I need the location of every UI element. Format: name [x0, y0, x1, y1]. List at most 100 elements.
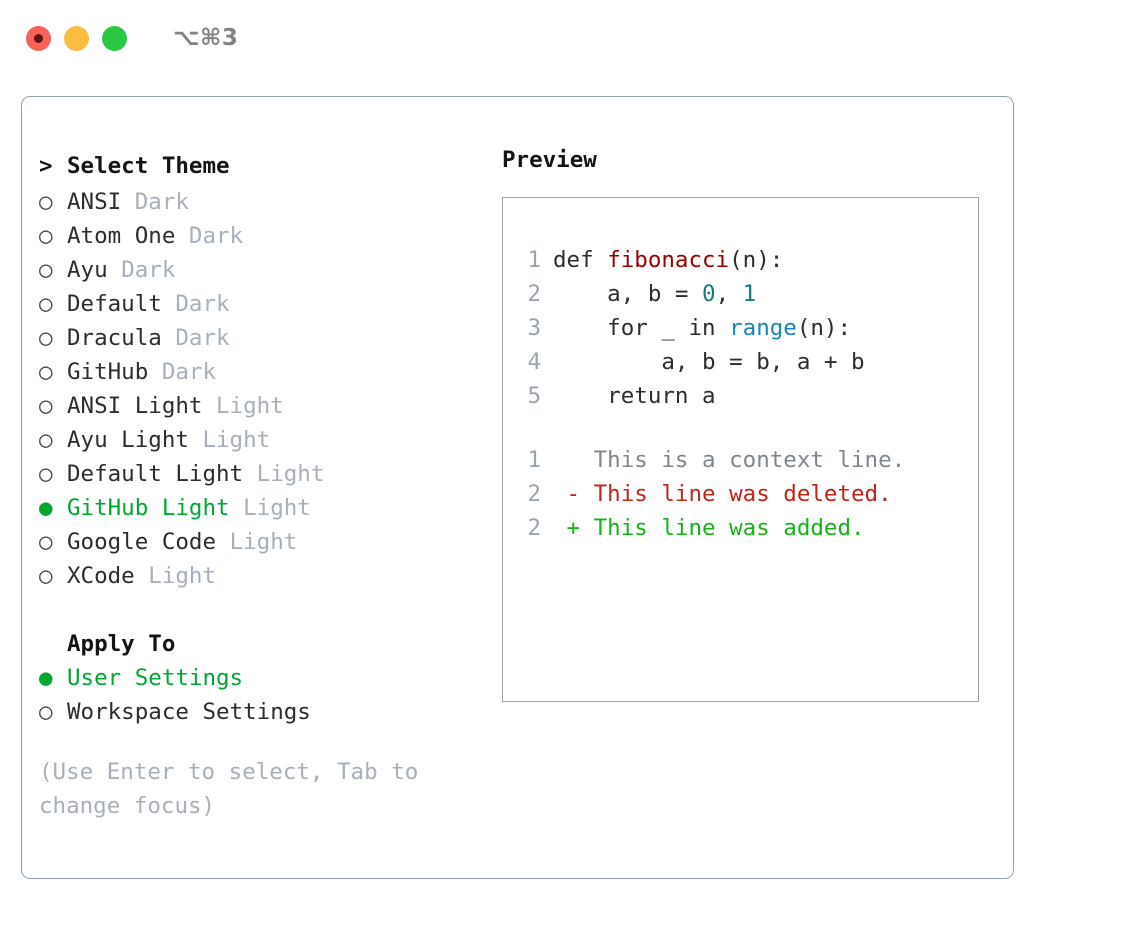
radio-unselected-icon: ○: [39, 562, 53, 589]
code-token-num: 0: [702, 281, 716, 307]
theme-item-ayu[interactable]: ○ Ayu Dark: [39, 253, 502, 287]
theme-item-kind: Light: [229, 529, 298, 555]
apply-to-option-label: User Settings: [67, 665, 244, 691]
maximize-button-icon[interactable]: [102, 25, 127, 51]
code-token-plain: a, b = b, a + b: [553, 349, 865, 375]
code-token-plain: (n):: [729, 247, 784, 273]
theme-item-label: GitHub Light: [67, 495, 244, 521]
diff-line-del: 2 - This line was deleted.: [517, 477, 978, 511]
theme-item-kind: Dark: [175, 325, 230, 351]
theme-item-kind: Light: [216, 393, 284, 419]
theme-list: ○ANSI Dark○Atom One Dark○Ayu Dark○Defaul…: [39, 185, 502, 593]
theme-item-github[interactable]: ○ GitHub Dark: [39, 355, 502, 389]
theme-item-ansi-light[interactable]: ○ ANSI Light Light: [39, 389, 502, 423]
radio-unselected-icon: ○: [39, 324, 53, 351]
theme-item-label: Dracula: [67, 325, 176, 351]
code-token-plain: for _ in: [553, 315, 730, 341]
code-line: 3 for _ in range(n):: [517, 311, 978, 345]
theme-item-label: Ayu Light: [67, 427, 203, 453]
diff-line-number: 2: [527, 481, 541, 507]
diff-line-text: + This line was added.: [553, 515, 865, 541]
theme-item-label: XCode: [67, 563, 149, 589]
code-line-number: 2: [527, 281, 541, 307]
theme-item-kind: Dark: [121, 257, 176, 283]
theme-item-label: Default: [67, 291, 176, 317]
theme-item-dracula[interactable]: ○ Dracula Dark: [39, 321, 502, 355]
select-theme-label: Select Theme: [67, 153, 230, 179]
theme-item-label: Google Code: [67, 529, 230, 555]
diff-line-text: This is a context line.: [553, 447, 906, 473]
radio-unselected-icon: ○: [39, 256, 53, 283]
minimize-button-icon[interactable]: [64, 25, 89, 51]
theme-item-kind: Dark: [175, 291, 230, 317]
apply-to-option-workspace-settings[interactable]: ○ Workspace Settings: [39, 695, 502, 729]
theme-item-xcode[interactable]: ○XCode Light: [39, 559, 502, 593]
diff-line-text: - This line was deleted.: [553, 481, 892, 507]
theme-item-label: ANSI Light: [67, 393, 217, 419]
diff-line-add: 2 + This line was added.: [517, 511, 978, 545]
radio-unselected-icon: ○: [39, 392, 53, 419]
code-line: 2 a, b = 0, 1: [517, 277, 978, 311]
main-panel: > Select Theme ○ ANSI Dark ○ Atom One Dark ○ A…: [21, 96, 1014, 879]
theme-item-atom-one[interactable]: ○ Atom One Dark: [39, 219, 502, 253]
code-line-number: 3: [527, 315, 541, 341]
theme-item-ayu-light[interactable]: ○ Ayu Light Light: [39, 423, 502, 457]
theme-item-default-light[interactable]: ○Default Light Light: [39, 457, 502, 491]
theme-item-label: Ayu: [67, 257, 122, 283]
theme-item-label: ANSI: [67, 189, 135, 215]
code-line-number: 4: [527, 349, 541, 375]
theme-item-kind: Light: [256, 461, 325, 487]
title-bar: ⌥⌘3: [0, 0, 1140, 76]
code-line-number: 1: [527, 247, 541, 273]
theme-item-label: GitHub: [67, 359, 162, 385]
window-title: ⌥⌘3: [173, 25, 239, 51]
theme-item-kind: Dark: [134, 189, 189, 215]
recording-dot-icon: [34, 33, 43, 43]
diff-sample: 1 This is a context line.2 - This line w…: [517, 443, 978, 545]
theme-item-ansi[interactable]: ○ ANSI Dark: [39, 185, 502, 219]
theme-item-kind: Light: [243, 495, 311, 521]
diff-line-number: 1: [527, 447, 541, 473]
code-token-builtin: range: [729, 315, 797, 341]
theme-item-kind: Dark: [188, 223, 244, 249]
code-line: 1 def fibonacci(n):: [517, 243, 978, 277]
code-token-func: fibonacci: [607, 247, 730, 273]
code-token-num: 1: [742, 281, 757, 307]
code-token-plain: def: [553, 247, 608, 273]
prompt-caret-icon: >: [39, 152, 53, 179]
theme-item-kind: Light: [202, 427, 271, 453]
code-token-plain: ,: [715, 281, 743, 307]
radio-selected-icon: ●: [39, 494, 53, 521]
radio-unselected-icon: ○: [39, 222, 53, 249]
code-line: 5 return a: [517, 379, 978, 413]
apply-to-option-label: Workspace Settings: [67, 699, 311, 725]
apply-to-option-user-settings[interactable]: ● User Settings: [39, 661, 502, 695]
keyboard-hint: (Use Enter to select, Tab to change focu…: [39, 759, 432, 819]
code-token-plain: (n):: [796, 315, 852, 341]
radio-selected-icon: ●: [39, 664, 53, 691]
theme-item-default[interactable]: ○ Default Dark: [39, 287, 502, 321]
radio-unselected-icon: ○: [39, 698, 53, 725]
apply-to-options: ● User Settings ○ Workspace Settings: [39, 661, 502, 729]
close-button-icon[interactable]: [26, 25, 51, 51]
theme-item-label: Atom One: [67, 223, 189, 249]
radio-unselected-icon: ○: [39, 528, 53, 555]
radio-unselected-icon: ○: [39, 188, 53, 215]
diff-line-ctx: 1 This is a context line.: [517, 443, 978, 477]
code-line-number: 5: [527, 383, 541, 409]
radio-unselected-icon: ○: [39, 290, 53, 317]
theme-item-kind: Dark: [161, 359, 217, 385]
apply-to-header: Apply To: [39, 627, 502, 661]
theme-item-github-light[interactable]: ● GitHub Light Light: [39, 491, 502, 525]
apply-to-label: Apply To: [67, 631, 176, 657]
radio-unselected-icon: ○: [39, 358, 53, 385]
radio-unselected-icon: ○: [39, 426, 53, 453]
theme-item-label: Default Light: [67, 461, 257, 487]
theme-item-google-code[interactable]: ○ Google Code Light: [39, 525, 502, 559]
theme-selector-column: > Select Theme ○ ANSI Dark ○ Atom One Dark ○ A…: [22, 97, 502, 878]
preview-title: Preview: [502, 147, 597, 173]
